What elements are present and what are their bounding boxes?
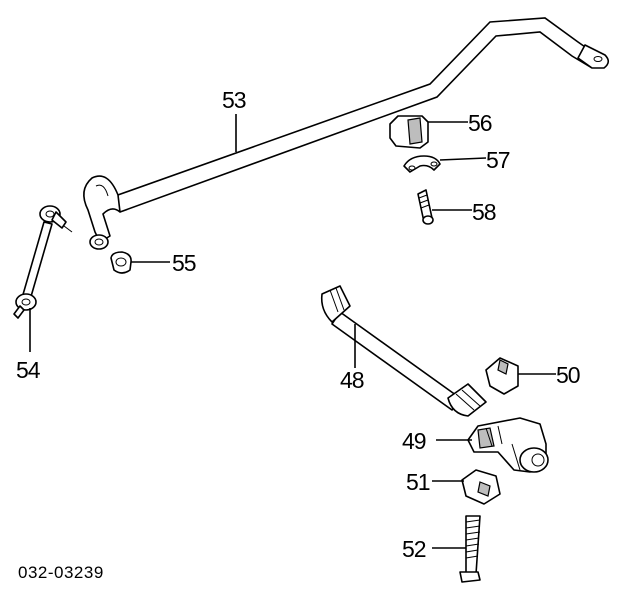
callout-56: 56 [468, 110, 492, 136]
bolt-58[interactable] [417, 189, 434, 225]
bushing-55[interactable] [110, 251, 132, 274]
callout-54: 54 [16, 357, 41, 383]
callout-52: 52 [402, 536, 426, 562]
torsion-bar[interactable] [320, 285, 487, 417]
callout-58: 58 [472, 199, 496, 225]
clamp-57[interactable] [403, 155, 441, 173]
block-51[interactable] [461, 469, 501, 505]
diagram-code: 032-03239 [18, 563, 104, 582]
leader-lines [29, 114, 556, 549]
bushing-56[interactable] [389, 115, 429, 149]
callout-50: 50 [556, 362, 580, 388]
anchor-arm-49[interactable] [467, 417, 549, 473]
callout-57: 57 [486, 147, 510, 173]
callout-55: 55 [172, 250, 196, 276]
callout-49: 49 [402, 428, 426, 454]
callout-48: 48 [340, 367, 364, 393]
callout-53: 53 [222, 87, 246, 113]
callout-51: 51 [406, 469, 430, 495]
stabilizer-link[interactable] [13, 205, 73, 319]
stabilizer-bar[interactable] [83, 17, 610, 250]
adjusting-bolt-52[interactable] [459, 515, 481, 583]
block-50[interactable] [485, 357, 519, 395]
